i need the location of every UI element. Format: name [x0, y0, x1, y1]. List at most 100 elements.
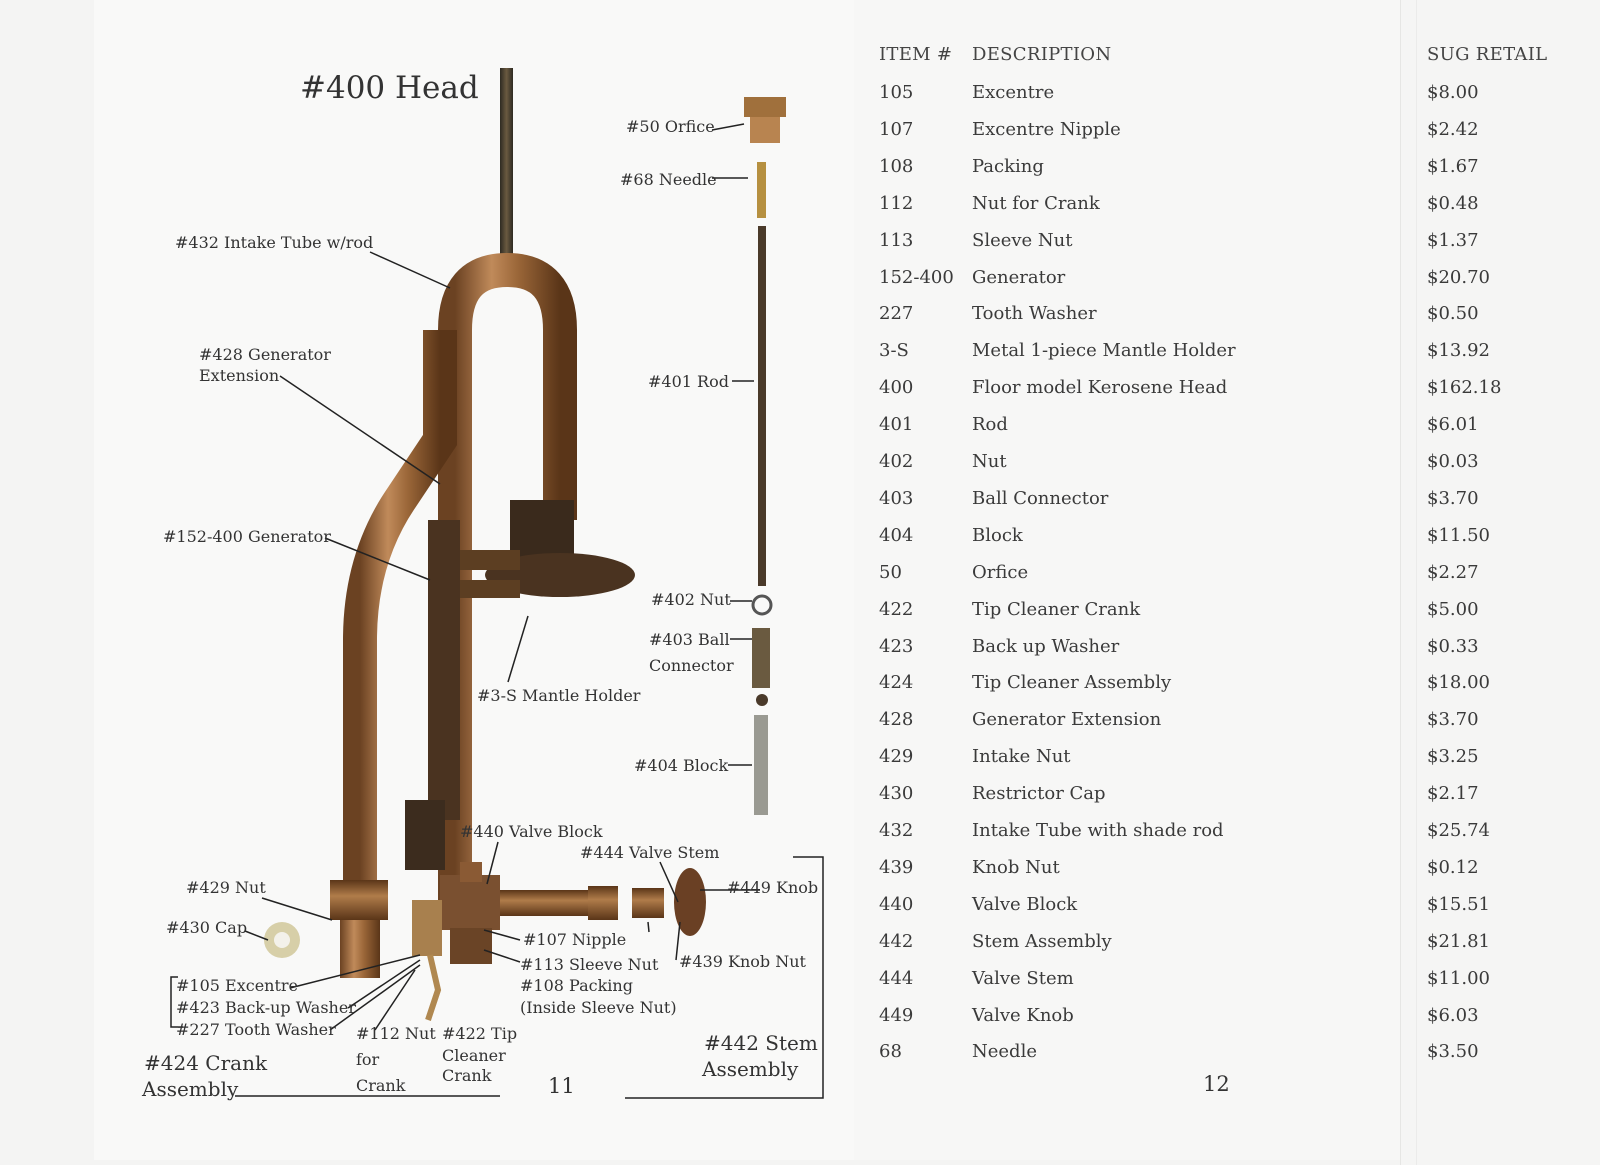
- right-page: [854, 0, 1400, 1160]
- item-cell: 422: [879, 598, 914, 620]
- orfice-label: #50 Orfice: [626, 117, 715, 136]
- page-edge: [1400, 0, 1600, 1165]
- intake-nut: [330, 880, 388, 920]
- price-header: SUG RETAIL: [1427, 44, 1548, 65]
- item-cell: 439: [879, 856, 914, 878]
- item-cell: 429: [879, 746, 914, 768]
- description-cell: Metal 1-piece Mantle Holder: [972, 340, 1236, 362]
- generator-extension-label-2: Extension: [199, 366, 280, 385]
- item-cell: 113: [879, 229, 914, 251]
- diagram-title: #400 Head: [300, 70, 479, 106]
- item-cell: 444: [879, 967, 914, 989]
- description-cell: Tooth Washer: [972, 303, 1097, 325]
- description-cell: Nut: [972, 451, 1007, 472]
- threaded-rod: [500, 68, 513, 268]
- description-cell: Restrictor Cap: [972, 783, 1106, 805]
- generator-label: #152-400 Generator: [163, 527, 331, 546]
- description-cell: Stem Assembly: [972, 930, 1112, 952]
- generator-extension-label-1: #428 Generator: [199, 345, 331, 364]
- valve-block-lower: [450, 928, 492, 964]
- nut-part: [751, 594, 773, 616]
- excentre-label: #105 Excentre: [176, 976, 299, 995]
- nipple-label: #107 Nipple: [523, 930, 627, 949]
- item-cell: 400: [879, 377, 914, 399]
- description-cell: Needle: [972, 1041, 1037, 1063]
- item-cell: 442: [879, 930, 914, 952]
- ball-part: [756, 694, 768, 706]
- tip-cleaner-label-1: #422 Tip: [442, 1024, 518, 1043]
- item-cell: 432: [879, 820, 914, 841]
- price-cell: $0.50: [1427, 303, 1479, 325]
- item-cell: 424: [879, 672, 914, 694]
- item-cell: 401: [879, 414, 914, 436]
- restrictor-cap-hole: [274, 932, 290, 948]
- valve-upper: [405, 800, 445, 870]
- orfice-part-lower: [750, 117, 780, 143]
- description-cell: Excentre: [972, 82, 1055, 103]
- nut-crank-label-2: for: [356, 1050, 380, 1069]
- price-cell: $3.70: [1427, 709, 1479, 731]
- ball-connector-label-2: Connector: [649, 656, 734, 675]
- intake-tube: [438, 252, 577, 900]
- restrictor-cap-label: #430 Cap: [166, 918, 248, 937]
- item-cell: 112: [879, 192, 914, 214]
- price-cell: $11.50: [1427, 524, 1490, 546]
- description-cell: Block: [972, 524, 1023, 546]
- mantle-holder: [485, 553, 635, 597]
- valve-knob: [674, 868, 706, 936]
- item-cell: 227: [879, 303, 914, 325]
- price-cell: $1.37: [1427, 229, 1479, 251]
- knob-nut-label: #439 Knob Nut: [679, 952, 806, 971]
- description-cell: Intake Tube with shade rod: [972, 820, 1224, 841]
- description-cell: Valve Block: [972, 893, 1078, 915]
- rod-part: [758, 226, 766, 586]
- price-cell: $0.12: [1427, 856, 1479, 878]
- stem-assembly-label-1: #442 Stem: [704, 1031, 818, 1055]
- rod-label: #401 Rod: [648, 372, 729, 391]
- mantle-holder-label: #3-S Mantle Holder: [477, 686, 641, 705]
- valve-block-top: [460, 862, 482, 882]
- valve-block: [440, 875, 500, 930]
- valve-stem: [500, 890, 590, 916]
- item-cell: 430: [879, 783, 914, 805]
- item-cell: 68: [879, 1041, 902, 1063]
- description-cell: Ball Connector: [972, 487, 1109, 509]
- tip-crank: [425, 954, 442, 1021]
- description-cell: Tip Cleaner Assembly: [972, 672, 1172, 694]
- crank-assembly-label-1: #424 Crank: [144, 1051, 268, 1075]
- description-cell: Rod: [972, 414, 1008, 436]
- valve-block-label: #440 Valve Block: [460, 822, 603, 841]
- price-cell: $0.33: [1427, 635, 1479, 657]
- price-cell: $15.51: [1427, 893, 1490, 915]
- nut-402-label: #402 Nut: [651, 590, 731, 609]
- knob-nut: [588, 886, 618, 920]
- table-row: 227 Tooth Washer $0.50: [0, 303, 1600, 340]
- item-cell: 423: [879, 635, 914, 657]
- item-cell: 402: [879, 451, 914, 472]
- description-cell: Generator Extension: [972, 709, 1162, 731]
- mantle-arm: [460, 550, 520, 570]
- backup-washer-label: #423 Back-up Washer: [176, 998, 356, 1017]
- ball-connector-part: [752, 628, 770, 688]
- price-cell: $5.00: [1427, 598, 1479, 620]
- description-cell: Valve Stem: [972, 967, 1074, 989]
- stem-assembly-label-2: Assembly: [702, 1057, 799, 1081]
- price-cell: $3.50: [1427, 1041, 1479, 1063]
- item-cell: 105: [879, 82, 914, 103]
- knob-label: #449 Knob: [727, 878, 819, 897]
- right-page-number: 12: [1203, 1072, 1230, 1096]
